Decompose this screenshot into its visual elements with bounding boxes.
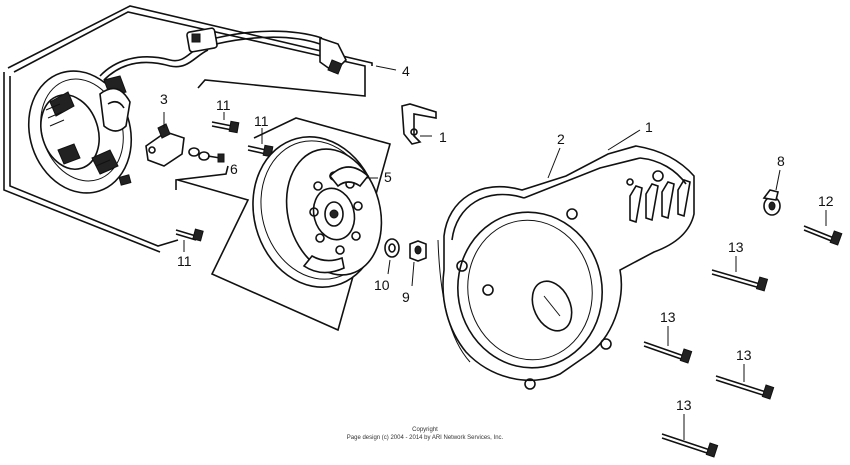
callout-11-lower: 11 — [177, 253, 192, 269]
part-13-bolt-c — [715, 364, 775, 400]
callout-11-upper-b: 11 — [254, 113, 269, 129]
callout-8: 8 — [777, 153, 785, 169]
part-13-bolt-d — [661, 414, 719, 458]
callout-2: 2 — [557, 131, 565, 147]
stator-group-bracket — [3, 5, 373, 253]
part-13-bolt-b — [643, 326, 693, 364]
part-5-flywheel — [252, 136, 383, 288]
callout-6: 6 — [230, 161, 238, 177]
copyright-line-1: Copyright — [412, 427, 438, 433]
part-2-cover — [437, 145, 695, 390]
callout-11-upper-a: 11 — [216, 97, 231, 113]
callout-10: 10 — [374, 277, 390, 293]
callout-3: 3 — [160, 91, 168, 107]
copyright-line-2: Page design (c) 2004 - 2014 by ARI Netwo… — [346, 435, 504, 441]
part-8-grommet — [762, 169, 781, 216]
leader-lines — [366, 65, 641, 179]
part-12-bolt — [803, 210, 843, 246]
callout-9: 9 — [402, 289, 410, 305]
part-6-washer-set — [175, 147, 229, 190]
callout-1-small: 1 — [439, 129, 447, 145]
callout-13-d: 13 — [676, 397, 692, 413]
callout-13-a: 13 — [728, 239, 744, 255]
part-11-screw-upper-a — [211, 112, 240, 134]
flywheel-group-bracket — [177, 117, 391, 332]
part-9-nut — [409, 240, 427, 287]
wire-harness — [99, 27, 347, 81]
callout-13-c: 13 — [736, 347, 752, 363]
part-13-bolt-a — [711, 256, 769, 292]
part-3-pickup — [145, 112, 185, 167]
callout-5: 5 — [384, 169, 392, 185]
callout-12: 12 — [818, 193, 834, 209]
part-10-washer — [384, 238, 400, 275]
callout-13-b: 13 — [660, 309, 676, 325]
stator-base-plate — [27, 70, 133, 194]
callout-1-cover: 1 — [645, 119, 653, 135]
part-11-screw-lower — [175, 228, 204, 252]
callout-labels: 1 1 2 3 4 5 6 8 9 10 11 11 11 12 13 13 1… — [160, 63, 834, 413]
part-1-bracket-small — [401, 103, 437, 145]
part-11-screw-upper-b — [247, 128, 274, 158]
callout-4: 4 — [402, 63, 410, 79]
